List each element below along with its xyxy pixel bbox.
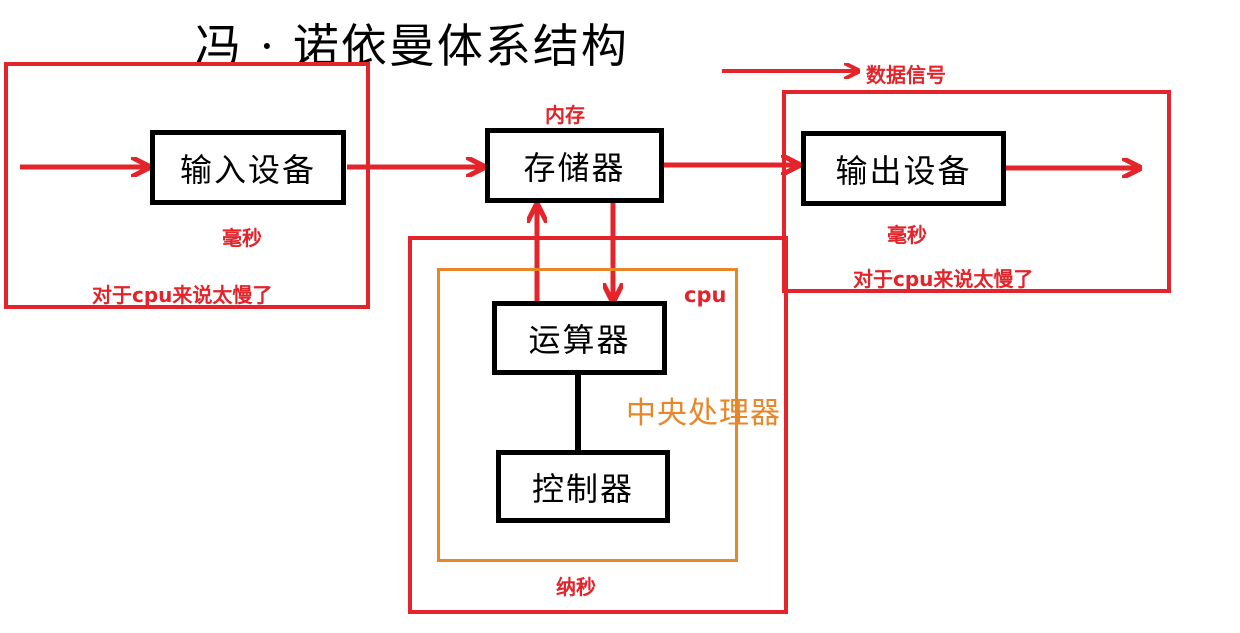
input-speed-label: 毫秒: [222, 226, 262, 250]
output-region: [782, 90, 1171, 293]
cpu-label: cpu: [684, 283, 727, 307]
input-device-block: 输入设备: [150, 130, 346, 205]
input-slow-note: 对于cpu来说太慢了: [92, 283, 273, 307]
cpu-chinese-label: 中央处理器: [626, 396, 781, 431]
cpu-region: [408, 236, 788, 614]
memory-block: 存储器: [485, 128, 664, 203]
output-slow-note: 对于cpu来说太慢了: [853, 267, 1034, 291]
memory-note: 内存: [545, 103, 585, 127]
cpu-inner-box: [437, 268, 738, 562]
output-speed-label: 毫秒: [887, 223, 927, 247]
alu-block: 运算器: [492, 301, 667, 375]
output-device-block: 输出设备: [801, 131, 1006, 206]
input-region: [4, 62, 370, 309]
cpu-speed-label: 纳秒: [556, 575, 596, 599]
controller-block: 控制器: [496, 450, 670, 523]
legend-label: 数据信号: [866, 63, 946, 87]
